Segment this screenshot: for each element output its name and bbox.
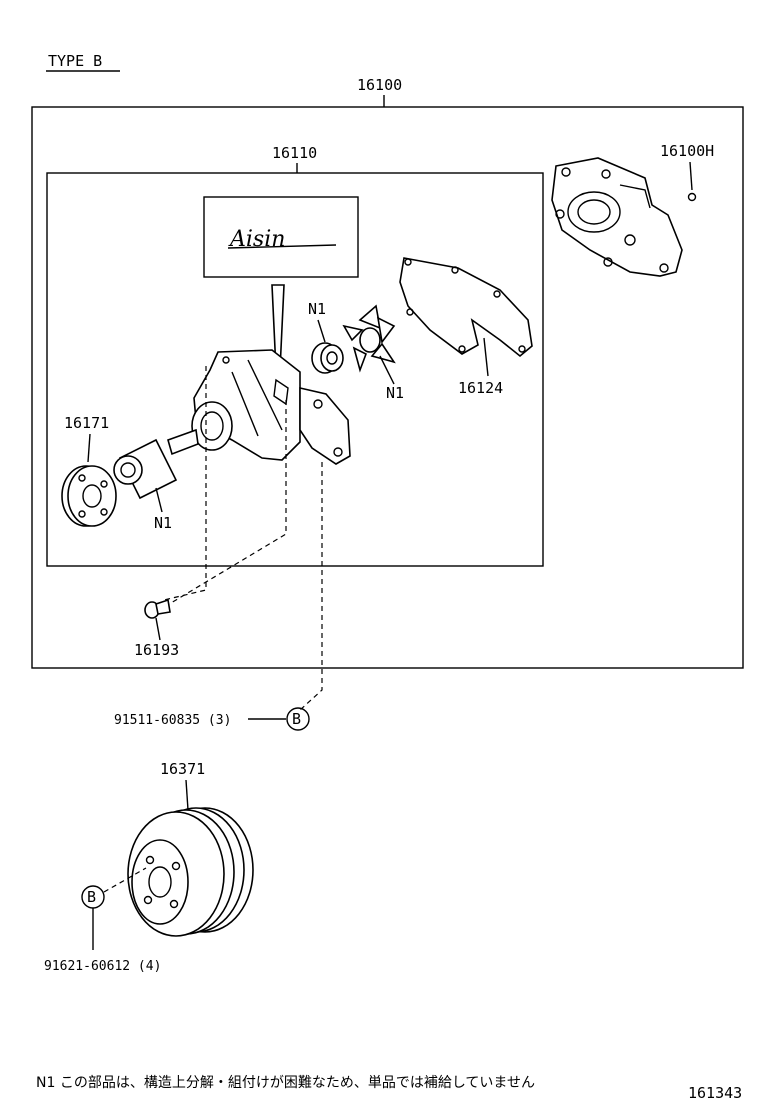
o-ring-icon [687,192,697,202]
seal [311,342,344,374]
bolt-b-label: 91621-60612 (4) [44,959,161,974]
plug-16193 [144,598,171,619]
impeller [342,304,396,373]
part-16110-label: 16110 [272,144,317,162]
n1-label-impeller: N1 [386,384,404,402]
marker-b-a: B [292,710,301,728]
part-16100H-label: 16100H [660,142,714,160]
part-16193-label: 16193 [134,641,179,659]
aisin-label-plate: Aisin [203,196,359,371]
diagram-id: 161343 [688,1084,742,1102]
pump-assy-box [46,172,544,567]
bolt-leader-b [103,867,147,893]
gasket-16124 [399,257,533,358]
pulley-seat [61,465,117,527]
footer-note: N1 この部品は、構造上分解・組付けが困難なため、単品では補給していません [36,1075,535,1091]
type-label: TYPE B [48,52,102,70]
plug-leader [163,366,207,601]
assembly-box [31,106,744,669]
n1-label-seal: N1 [308,300,326,318]
pump-housing-cover [551,157,683,277]
marker-b-circle-a [286,707,310,731]
shaft-bearing [113,428,199,500]
part-16171-label: 16171 [64,414,109,432]
bolt-a-label: 91511-60835 (3) [114,713,231,728]
part-16100-label: 16100 [357,76,402,94]
bolt-leader-a [299,462,323,711]
part-16371-label: 16371 [160,760,205,778]
marker-b-b: B [87,888,96,906]
pump-body [191,349,351,465]
n1-label-shaft: N1 [154,514,172,532]
part-16124-label: 16124 [458,379,503,397]
pulley [127,807,254,937]
